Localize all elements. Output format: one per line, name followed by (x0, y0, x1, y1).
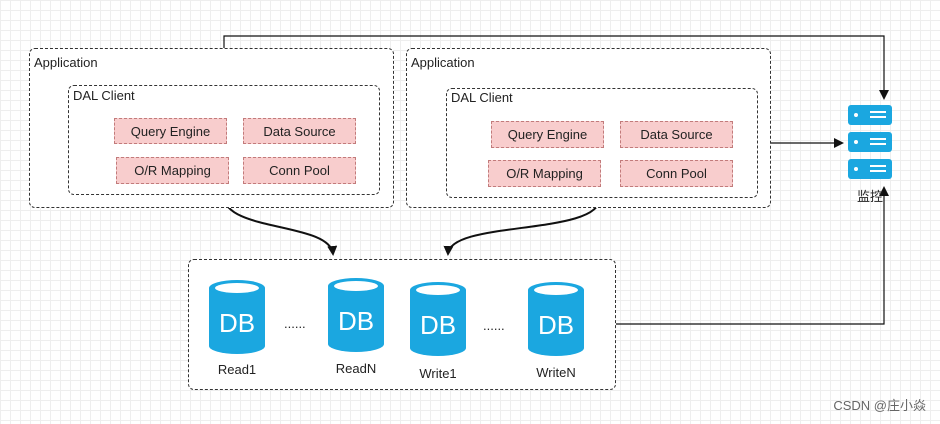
db-label-write1: Write1 (419, 366, 457, 381)
db-text-write1: DB (420, 310, 456, 340)
db-text-writen: DB (538, 310, 574, 340)
data-source-left: Data Source (243, 118, 356, 144)
database-icon-readn: DB (328, 278, 384, 352)
conn-pool-left: Conn Pool (243, 157, 356, 184)
right-app-to-db-arrow (443, 197, 601, 256)
ellipsis-read: ...... (284, 316, 306, 331)
data-source-right: Data Source (620, 121, 733, 148)
application-title-right: Application (411, 55, 475, 70)
ellipsis-write: ...... (483, 318, 505, 333)
db-group-to-monitor-line (616, 186, 889, 325)
or-mapping-left: O/R Mapping (116, 157, 229, 184)
query-engine-left: Query Engine (114, 118, 227, 144)
query-engine-right: Query Engine (491, 121, 604, 148)
db-text-readn: DB (338, 306, 374, 336)
application-title-left: Application (34, 55, 98, 70)
or-mapping-right: O/R Mapping (488, 160, 601, 187)
dal-client-title-left: DAL Client (73, 88, 135, 103)
database-icon-writen: DB (528, 282, 584, 356)
db-label-writen: WriteN (536, 365, 576, 380)
dal-client-title-right: DAL Client (451, 90, 513, 105)
database-icon-read1: DB (209, 280, 265, 354)
watermark: CSDN @庄小焱 (833, 398, 926, 413)
database-icon-write1: DB (410, 282, 466, 356)
monitor-label: 监控 (857, 189, 884, 204)
db-label-readn: ReadN (335, 361, 377, 376)
db-text-read1: DB (219, 308, 255, 338)
conn-pool-right: Conn Pool (620, 160, 733, 187)
server-icon (848, 105, 892, 181)
db-label-read1: Read1 (217, 362, 257, 377)
